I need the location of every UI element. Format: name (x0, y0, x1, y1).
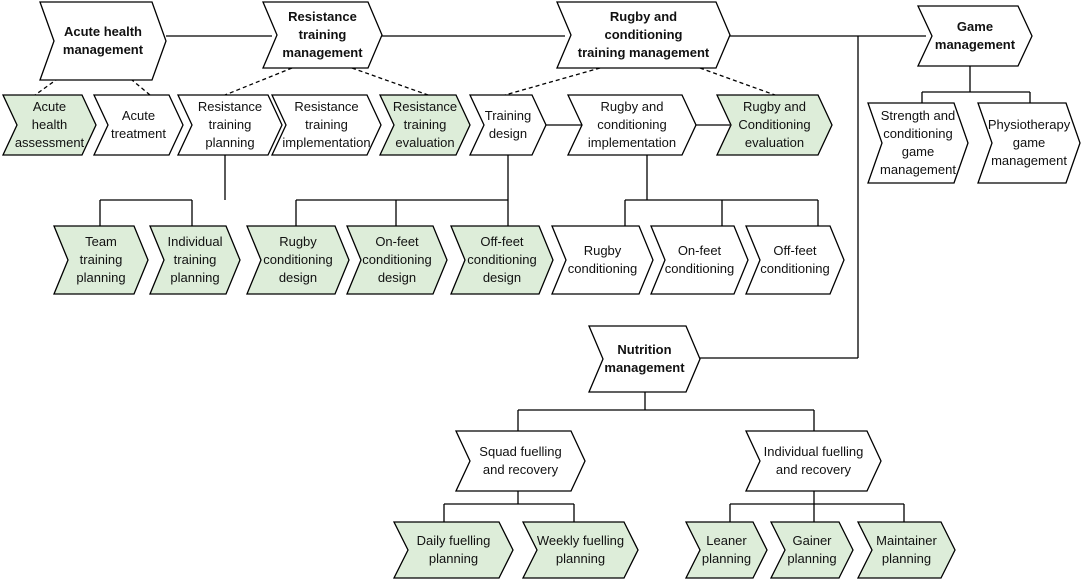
resistance-training-management-chevron (262, 1, 383, 69)
resistance-training-planning-chevron (176, 94, 283, 156)
gainer-planning-chevron (769, 521, 854, 579)
acute-health-assessment-chevron (1, 94, 97, 156)
rugby-conditioning-design-chevron (246, 225, 350, 295)
off-feet-conditioning-chevron (745, 225, 845, 295)
dashed-connector-5 (699, 67, 776, 96)
acute-health-management-chevron (39, 1, 167, 81)
team-training-planning-chevron (53, 225, 149, 295)
game-management-chevron (916, 5, 1033, 67)
rugby-conditioning-implementation-chevron (566, 94, 697, 156)
squad-fuelling-recovery-chevron (454, 430, 586, 492)
physiotherapy-game-management-chevron (977, 102, 1081, 184)
rugby-conditioning-chevron (551, 225, 654, 295)
on-feet-conditioning-chevron (650, 225, 749, 295)
dashed-connector-2 (224, 67, 293, 96)
leaner-planning-chevron (684, 521, 768, 579)
training-design-chevron (468, 94, 547, 156)
rugby-conditioning-training-management-chevron (556, 1, 731, 69)
rugby-conditioning-evaluation-chevron (715, 94, 833, 156)
daily-fuelling-planning-chevron (392, 521, 514, 579)
acute-treatment-chevron (92, 94, 184, 156)
resistance-training-implementation-chevron (270, 94, 382, 156)
weekly-fuelling-planning-chevron (521, 521, 639, 579)
individual-fuelling-recovery-chevron (744, 430, 882, 492)
strength-conditioning-game-management-chevron (867, 102, 969, 184)
dashed-connector-4 (504, 67, 601, 96)
connector-lines (34, 35, 1031, 522)
dashed-connector-3 (351, 67, 429, 96)
individual-training-planning-chevron (149, 225, 241, 295)
resistance-training-evaluation-chevron (378, 94, 471, 156)
maintainer-planning-chevron (856, 521, 956, 579)
off-feet-conditioning-design-chevron (450, 225, 554, 295)
on-feet-conditioning-design-chevron (346, 225, 448, 295)
nutrition-management-chevron (588, 325, 701, 393)
